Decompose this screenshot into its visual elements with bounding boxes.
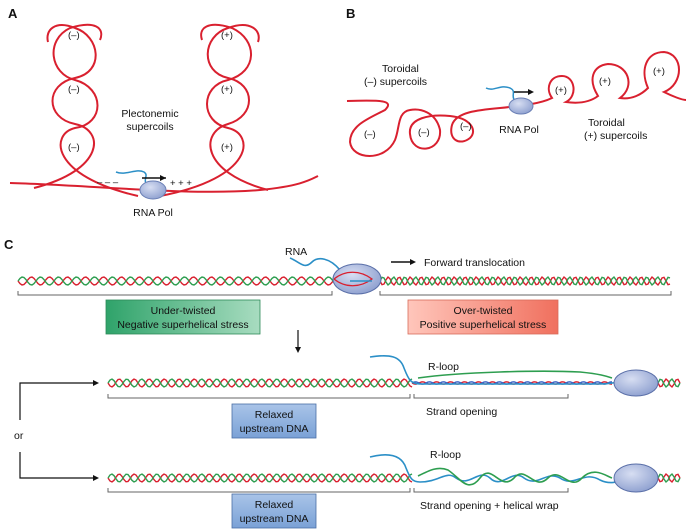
down-arrowhead-icon bbox=[295, 347, 301, 353]
row3-opening-bracket bbox=[413, 488, 569, 493]
row1-downstream-strand-2 bbox=[379, 275, 671, 287]
row2-relaxed-line1: Relaxed bbox=[255, 409, 294, 421]
row2-relaxed-line2: upstream DNA bbox=[240, 423, 309, 435]
panel-b-pos-label-line2: (+) supercoils bbox=[584, 130, 647, 142]
panel-a-rna-pol-icon bbox=[139, 180, 167, 200]
row3-upstream-helix bbox=[107, 473, 413, 483]
panel-a-right-sign-1: (+) bbox=[221, 30, 233, 41]
under-twisted-box bbox=[105, 299, 261, 335]
row1-upstream-bracket bbox=[17, 291, 333, 296]
row2-upstream-strand-1 bbox=[107, 378, 413, 388]
panel-b-neg-label-line2: (–) supercoils bbox=[364, 76, 427, 88]
panel-a-left-strand-2 bbox=[33, 24, 97, 189]
over-twisted-box bbox=[407, 299, 559, 335]
panel-b-neg-label-line1: Toroidal bbox=[382, 63, 419, 75]
panel-b-pol-label: RNA Pol bbox=[499, 124, 539, 136]
row3-downstream-strand-2 bbox=[657, 472, 681, 484]
row3-upstream-strand-1 bbox=[107, 473, 413, 483]
branch-arrowhead-top-icon bbox=[93, 380, 99, 386]
branch-arrow-bottom-icon bbox=[19, 452, 96, 479]
row2-rloop-label: R-loop bbox=[428, 361, 459, 373]
panel-a-arrowhead-icon bbox=[160, 175, 166, 181]
row3-rloop-label: R-loop bbox=[430, 449, 461, 461]
panel-b-dna-strand bbox=[346, 50, 686, 157]
panel-b-neg-sign-3: (–) bbox=[460, 121, 472, 132]
row2-strand-opening-label: Strand opening bbox=[426, 406, 497, 418]
row2-downstream-strand-2 bbox=[657, 377, 681, 389]
row2-relaxed-box bbox=[231, 403, 317, 439]
forward-label: Forward translocation bbox=[424, 257, 525, 269]
row1-upstream-strand-2 bbox=[17, 276, 335, 286]
panel-a-right-strand-1 bbox=[159, 23, 252, 197]
panel-a: A (–) (–) (–) (+) (+) (+) Plectonemic su… bbox=[8, 6, 319, 219]
panel-a-label-line1: Plectonemic bbox=[121, 108, 178, 120]
row1-downstream-bracket bbox=[379, 291, 672, 296]
row3-upstream-strand-2 bbox=[107, 473, 413, 483]
row1-transcription-bubble bbox=[333, 271, 374, 287]
row2-rna-strand bbox=[369, 354, 631, 385]
panel-a-right-sign-3: (+) bbox=[221, 142, 233, 153]
row1-rna-strand bbox=[289, 257, 341, 271]
forward-arrowhead-icon bbox=[410, 259, 416, 265]
panel-b-rna-pol-icon bbox=[508, 97, 534, 115]
row1-downstream-helix bbox=[379, 275, 671, 287]
panel-b-arrowhead-icon bbox=[528, 89, 534, 95]
panel-b-neg-sign-1: (–) bbox=[364, 129, 376, 140]
row3-upstream-bracket bbox=[107, 488, 411, 493]
over-twisted-line2: Positive superhelical stress bbox=[420, 319, 547, 331]
panel-b-neg-sign-2: (–) bbox=[418, 127, 430, 138]
panel-a-left-sign-2: (–) bbox=[68, 84, 80, 95]
row3-displaced-strand bbox=[417, 467, 613, 486]
row1-upstream-strand-1 bbox=[17, 276, 335, 286]
row1-upstream-helix bbox=[17, 276, 335, 286]
or-label: or bbox=[14, 430, 24, 442]
row3-strand-wrap-label: Strand opening + helical wrap bbox=[420, 500, 559, 512]
branch-arrowhead-bottom-icon bbox=[93, 475, 99, 481]
panel-a-minus-marks: – – – bbox=[97, 177, 119, 188]
panel-a-rna-strand bbox=[115, 170, 151, 189]
row2-upstream-strand-2 bbox=[107, 378, 413, 388]
row3-rna-pol-icon bbox=[613, 463, 659, 493]
panel-c: C RNA Forward translocation Under-twiste… bbox=[4, 237, 681, 529]
row3-downstream-helix bbox=[657, 472, 681, 484]
panel-b-pos-sign-3: (+) bbox=[653, 66, 665, 77]
row2-rna-pol-icon bbox=[613, 369, 659, 397]
row2-upstream-bracket bbox=[107, 394, 411, 399]
panel-a-right-strand-2 bbox=[206, 24, 269, 191]
branch-arrow-top-icon bbox=[19, 382, 96, 420]
panel-a-plus-marks: + + + bbox=[170, 178, 192, 189]
panel-a-left-sign-3: (–) bbox=[68, 142, 80, 153]
row1-rna-pol-icon bbox=[332, 263, 382, 295]
panel-a-pol-label: RNA Pol bbox=[133, 207, 173, 219]
panel-b-pos-sign-1: (+) bbox=[555, 85, 567, 96]
panel-b-letter: B bbox=[346, 6, 355, 21]
panel-a-label-line2: supercoils bbox=[126, 121, 173, 133]
over-twisted-line1: Over-twisted bbox=[454, 305, 513, 317]
panel-b-pos-sign-2: (+) bbox=[599, 76, 611, 87]
row3-rna-strand bbox=[369, 454, 631, 484]
panel-b-rna-strand bbox=[485, 86, 519, 105]
row3-relaxed-box bbox=[231, 493, 317, 529]
panel-b-pos-label-line1: Toroidal bbox=[588, 117, 625, 129]
row2-displaced-strand bbox=[417, 370, 613, 379]
panel-c-letter: C bbox=[4, 237, 14, 252]
panel-b: B Toroidal (–) supercoils (–) (–) (–) RN… bbox=[346, 6, 686, 157]
panel-a-base-strand bbox=[9, 175, 319, 193]
row3-relaxed-line2: upstream DNA bbox=[240, 513, 309, 525]
under-twisted-line2: Negative superhelical stress bbox=[117, 319, 248, 331]
panel-a-right-sign-2: (+) bbox=[221, 84, 233, 95]
panel-a-left-strand-1 bbox=[52, 23, 139, 197]
panel-a-left-sign-1: (–) bbox=[68, 30, 80, 41]
row2-upstream-helix bbox=[107, 378, 413, 388]
panel-a-letter: A bbox=[8, 6, 18, 21]
row2-opening-bracket bbox=[413, 394, 569, 399]
row3-relaxed-line1: Relaxed bbox=[255, 499, 294, 511]
row1-rna-label: RNA bbox=[285, 246, 307, 258]
row2-downstream-helix bbox=[657, 377, 681, 389]
under-twisted-line1: Under-twisted bbox=[151, 305, 216, 317]
